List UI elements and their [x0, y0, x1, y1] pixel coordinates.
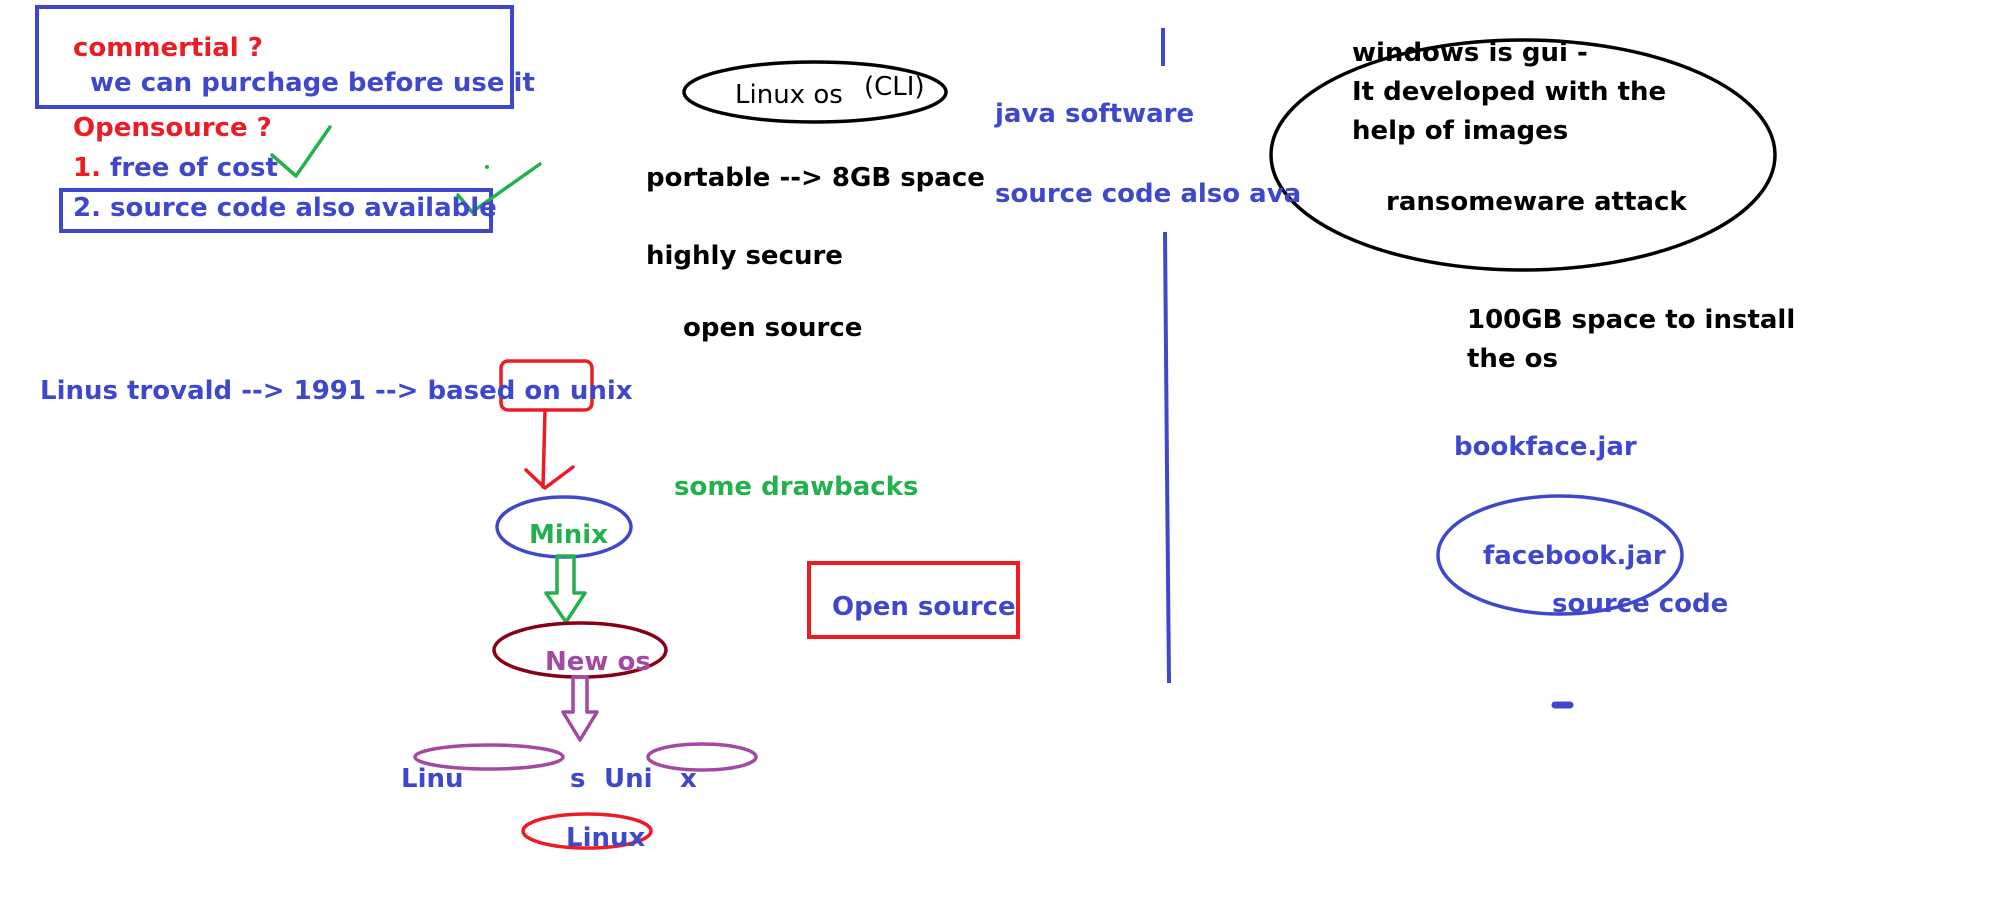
open-source-box-label: Open source	[832, 592, 1016, 622]
red-arrow-shaft	[541, 408, 547, 489]
linus-history: Linus trovald --> 1991 --> based on unix	[40, 378, 633, 404]
purple-double-arrow	[561, 675, 599, 742]
space-line-1: 100GB space to install	[1467, 305, 1796, 335]
check-mark-1	[270, 125, 332, 178]
open-source-box	[807, 561, 1020, 639]
open-source-note: open source	[683, 313, 863, 343]
item-1-text: free of cost	[110, 153, 278, 183]
windows-line-3: help of images	[1352, 116, 1569, 146]
linu-label: Linu	[401, 764, 464, 794]
s-label: s	[570, 764, 586, 794]
x-label: x	[680, 764, 697, 794]
linu-ellipse	[413, 743, 565, 771]
item-source-code-available: 2. source code also available	[73, 193, 497, 223]
space-line-2: the os	[1467, 344, 1558, 374]
facebook-ellipse	[1436, 494, 1684, 616]
source-code-ava-note: source code also ava	[995, 179, 1302, 209]
opensource-question: Opensource ?	[73, 113, 272, 143]
check-mark-2	[456, 162, 542, 214]
windows-line-2: It developed with the	[1352, 77, 1667, 107]
linux-label: Linux	[566, 823, 646, 853]
item-free-of-cost: 1. free of cost	[73, 155, 278, 181]
ransomware-note: ransomeware attack	[1386, 187, 1687, 217]
some-drawbacks-note: some drawbacks	[674, 472, 919, 502]
minix-label: Minix	[529, 520, 608, 550]
commertial-box	[35, 5, 514, 109]
red-arrow-head	[524, 465, 575, 490]
windows-ellipse	[1269, 38, 1777, 272]
linus-history-text: Linus trovald --> 1991 --> based on	[40, 376, 561, 406]
cli-label: (CLI)	[864, 72, 925, 102]
portable-note: portable --> 8GB space	[646, 163, 985, 193]
linux-os-ellipse	[682, 60, 948, 124]
check-dot	[485, 165, 489, 169]
x-ellipse	[646, 742, 758, 772]
commertial-question: commertial ?	[73, 33, 263, 63]
java-software-note: java software	[995, 99, 1195, 129]
linux-ellipse	[521, 812, 653, 850]
green-double-arrow	[544, 554, 587, 624]
uni-label: Uni	[604, 764, 653, 794]
item-1-number: 1.	[73, 153, 101, 183]
purchase-note: we can purchage before use it	[90, 68, 535, 98]
linux-os-label: Linux os	[735, 80, 843, 110]
new-os-label: New os	[545, 647, 651, 677]
bookface-jar-label: bookface.jar	[1454, 432, 1637, 462]
divider-main	[1163, 231, 1171, 684]
highly-secure-note: highly secure	[646, 241, 843, 271]
windows-line-1: windows is gui -	[1352, 38, 1588, 68]
source-code-label: source code	[1552, 589, 1729, 619]
unix-word: unix	[569, 376, 633, 406]
source-code-box	[59, 188, 493, 233]
facebook-jar-label: facebook.jar	[1483, 541, 1666, 571]
